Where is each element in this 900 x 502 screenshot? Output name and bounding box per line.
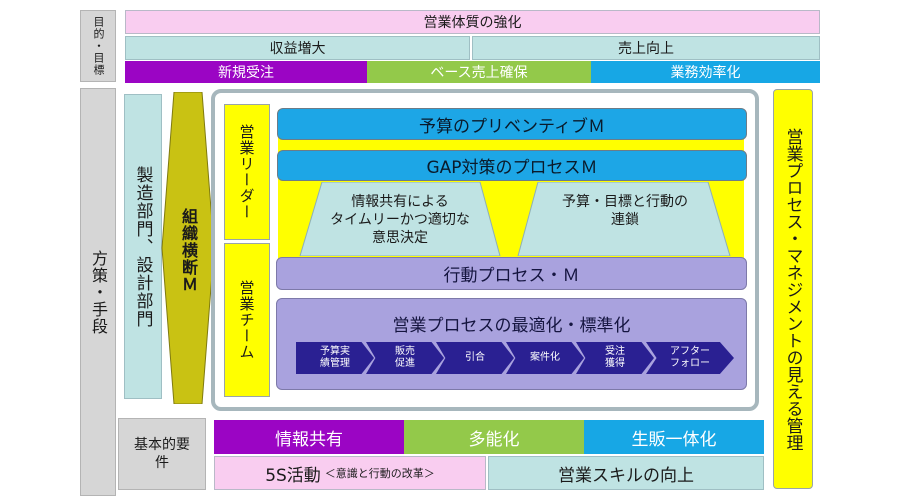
- goal-sales-box: 売上向上: [472, 36, 820, 60]
- goal-new-orders-text: 新規受注: [218, 65, 274, 81]
- step-sales-promotion: 販売 促進: [366, 342, 444, 374]
- info-sharing-panel: [299, 182, 501, 256]
- leader-text: 営業リーダー: [237, 124, 256, 220]
- cross-org-label: 組織横断Ｍ: [179, 207, 198, 293]
- step-inquiry: 引合: [436, 342, 514, 374]
- cross-org-arrow: [161, 92, 215, 404]
- step-order-win: 受注 獲得: [576, 342, 654, 374]
- goal-top-text: 営業体質の強化: [423, 15, 522, 31]
- team-text: 営業チーム: [237, 280, 256, 360]
- base-label: 基本的要件: [118, 418, 206, 490]
- step-budget-tracking: 予算実 績管理: [296, 342, 374, 374]
- goal-sales-text: 売上向上: [618, 41, 674, 57]
- base-info-sharing: 情報共有: [214, 420, 404, 454]
- measures-label: 方策・手段: [80, 88, 116, 496]
- departments-box: 製造部門、設計部門: [124, 94, 162, 399]
- goal-profit-text: 収益増大: [269, 41, 326, 57]
- base-5s-main: 5S活動: [265, 465, 321, 486]
- budget-chain-text: 予算・目標と行動の 連鎖: [562, 194, 688, 228]
- goal-efficiency-text: 業務効率化: [670, 65, 741, 81]
- visible-management-box: 営業プロセス・マネジメントの見える管理: [773, 89, 813, 489]
- base-5s-activity: 5S活動 ＜意識と行動の改革＞: [214, 456, 486, 490]
- info-sharing-text: 情報共有による タイムリーかつ適切な 意思決定: [330, 194, 470, 246]
- base-multi-skill: 多能化: [404, 420, 584, 454]
- base-5s-sub: ＜意識と行動の改革＞: [324, 467, 435, 480]
- goal-base-sales-box: ベース売上確保: [367, 61, 591, 83]
- goal-top-box: 営業体質の強化: [125, 10, 820, 34]
- visible-management-text: 営業プロセス・マネジメントの見える管理: [782, 127, 803, 451]
- action-process-bar: 行動プロセス・Ｍ: [276, 257, 747, 290]
- goal-profit-box: 収益増大: [125, 36, 470, 60]
- budget-preventive-bar: 予算のプリベンティブＭ: [277, 108, 747, 140]
- optimize-title: 営業プロセスの最適化・標準化: [392, 315, 631, 336]
- departments-text: 製造部門、設計部門: [132, 165, 153, 328]
- base-prod-sales-integration: 生販一体化: [584, 420, 764, 454]
- info-sharing-text-wrap: 情報共有による タイムリーかつ適切な 意思決定: [310, 186, 490, 254]
- step-after-follow: アフター フォロー: [646, 342, 734, 374]
- leader-box: 営業リーダー: [224, 104, 270, 240]
- budget-chain-panel: [517, 182, 731, 256]
- budget-chain-text-wrap: 予算・目標と行動の 連鎖: [530, 186, 720, 236]
- goal-efficiency-box: 業務効率化: [591, 61, 820, 83]
- base-sales-skill: 営業スキルの向上: [488, 456, 764, 490]
- goal-base-sales-text: ベース売上確保: [430, 65, 528, 81]
- gap-process-bar: GAP対策のプロセスＭ: [277, 150, 747, 181]
- goal-new-orders-box: 新規受注: [125, 61, 367, 83]
- decision-panels: [299, 182, 731, 256]
- step-opportunity: 案件化: [506, 342, 584, 374]
- team-box: 営業チーム: [224, 243, 270, 397]
- cross-org-arrow-shape: [161, 92, 215, 404]
- goals-label: 目的・目標: [80, 10, 116, 82]
